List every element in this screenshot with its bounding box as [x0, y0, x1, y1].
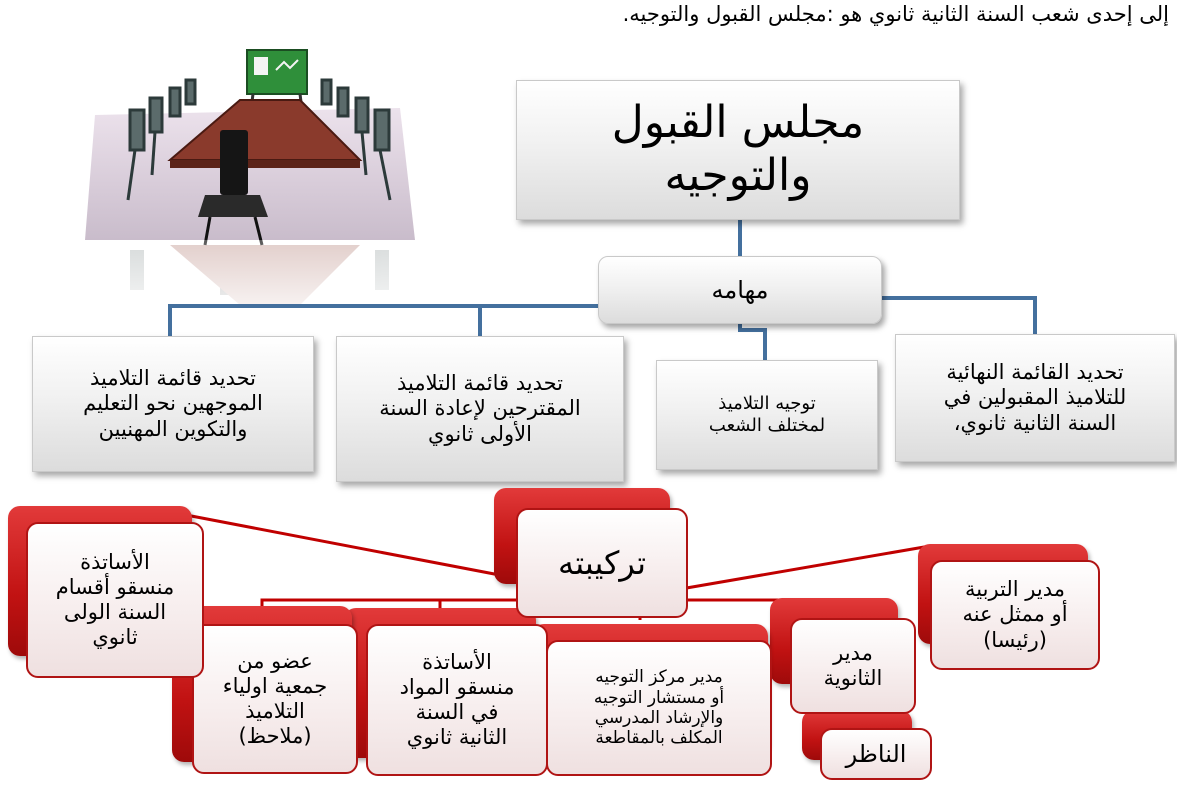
task-line: المقترحين لإعادة السنة	[379, 396, 581, 421]
composition-label: تركيبته	[558, 543, 646, 582]
task-line: السنة الثانية ثانوي،	[953, 410, 1117, 435]
member-class-coordinators: الأساتذة منسقو أقسام السنة الولى ثانوي	[26, 522, 204, 678]
intro-text: إلى إحدى شعب السنة الثانية ثانوي هو :مجل…	[622, 2, 1169, 26]
task-line: تحديد قائمة التلاميذ	[396, 371, 564, 396]
council-title-line1: مجلس القبول	[611, 97, 865, 149]
member-line: الناظر	[845, 739, 907, 768]
member-line: التلاميذ	[245, 699, 305, 723]
member-supervisor: الناظر	[820, 728, 932, 780]
task-line: تحديد القائمة النهائية	[946, 360, 1124, 385]
task-line: للتلاميذ المقبولين في	[943, 385, 1127, 410]
task-line: تحديد قائمة التلاميذ	[89, 366, 257, 391]
member-line: الثانوية	[823, 666, 883, 690]
member-line: المكلف بالمقاطعة	[595, 728, 723, 749]
member-subject-coordinators: الأساتذة منسقو المواد في السنة الثانية ث…	[366, 624, 548, 776]
task-line: الموجهين نحو التعليم	[83, 391, 263, 416]
member-line: أو مستشار التوجيه	[593, 687, 725, 708]
member-line: منسقو المواد	[399, 674, 515, 699]
member-line: والإرشاد المدرسي	[594, 708, 724, 728]
member-line: مدير مركز التوجيه	[595, 667, 723, 688]
task-box-vocational: تحديد قائمة التلاميذ الموجهين نحو التعلي…	[32, 336, 314, 472]
member-line: في السنة	[415, 700, 499, 724]
task-box-orientation: توجيه التلاميذ لمختلف الشعب	[656, 360, 878, 470]
member-line: مدير	[833, 640, 873, 665]
member-director-education: مدير التربية أو ممثل عنه (رئيسا)	[930, 560, 1100, 670]
member-parents-association: عضو من جمعية اولياء التلاميذ (ملاحظ)	[192, 624, 358, 774]
council-title-line2: والتوجيه	[664, 150, 812, 201]
member-line: الثانية ثانوي	[406, 725, 508, 750]
task-line: توجيه التلاميذ	[718, 393, 816, 415]
member-line: مدير التربية	[965, 577, 1065, 602]
member-line: أو ممثل عنه	[962, 602, 1068, 627]
member-line: (رئيسا)	[983, 627, 1047, 652]
task-line: والتكوين المهنيين	[98, 416, 248, 441]
member-line: جمعية اولياء	[222, 673, 328, 698]
task-line: لمختلف الشعب	[708, 415, 826, 436]
member-line: الأساتذة	[422, 649, 492, 674]
task-box-repeat-year: تحديد قائمة التلاميذ المقترحين لإعادة ال…	[336, 336, 624, 482]
member-school-principal: مدير الثانوية	[790, 618, 916, 714]
chairs	[126, 78, 392, 201]
member-line: السنة الولى	[63, 600, 167, 624]
member-line: (ملاحظ)	[238, 724, 312, 749]
composition-label-box: تركيبته	[516, 508, 688, 618]
member-line: منسقو أقسام	[55, 574, 175, 599]
member-orientation-director: مدير مركز التوجيه أو مستشار التوجيه والإ…	[546, 640, 772, 776]
member-line: ثانوي	[92, 625, 138, 650]
council-title-box: مجلس القبول والتوجيه	[516, 80, 960, 220]
tasks-label-box: مهامه	[598, 256, 882, 324]
member-line: الأساتذة	[80, 549, 150, 574]
tasks-label: مهامه	[711, 275, 769, 304]
task-line: الأولى ثانوي	[428, 421, 532, 446]
task-box-final-list: تحديد القائمة النهائية للتلاميذ المقبولي…	[895, 334, 1175, 462]
member-line: عضو من	[237, 648, 313, 673]
